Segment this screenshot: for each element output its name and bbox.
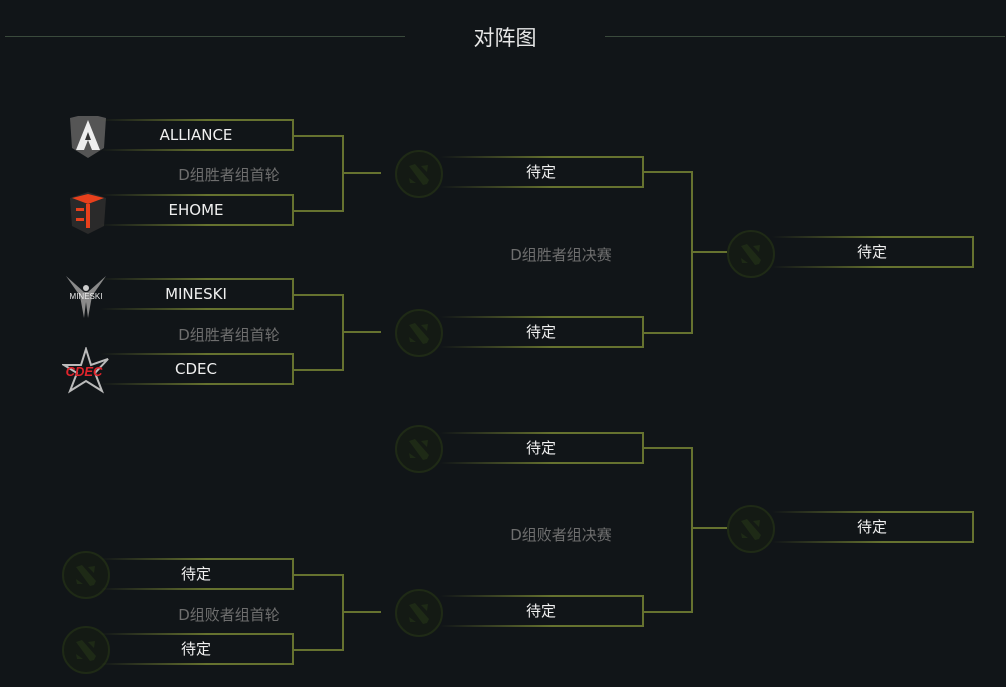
team-slot-tbd[interactable]: 待定 — [440, 156, 644, 188]
team-slot-tbd[interactable]: 待定 — [100, 633, 294, 665]
team-name: MINESKI — [165, 285, 227, 303]
team-name: 待定 — [180, 640, 211, 658]
svg-text:CDEC: CDEC — [66, 364, 103, 379]
page-title: 对阵图 — [473, 26, 537, 50]
team-name: 待定 — [525, 323, 556, 341]
bracket-line — [294, 369, 344, 371]
team-slot-alliance[interactable]: ALLIANCE — [100, 119, 294, 151]
team-slot-tbd[interactable]: 待定 — [100, 558, 294, 590]
bracket-line — [342, 611, 381, 613]
team-name: CDEC — [175, 360, 217, 378]
bracket-line — [691, 251, 727, 253]
bracket-line — [294, 649, 344, 651]
bracket-line — [294, 135, 344, 137]
team-name: 待定 — [525, 163, 556, 181]
bracket-line — [294, 210, 344, 212]
title-line-right — [605, 36, 1005, 37]
team-slot-ehome[interactable]: EHOME — [100, 194, 294, 226]
team-name: ALLIANCE — [159, 126, 233, 144]
dota-placeholder-icon — [727, 505, 775, 553]
team-name: 待定 — [525, 602, 556, 620]
round-label: D组胜者组决赛 — [510, 246, 612, 264]
team-name: 待定 — [856, 518, 887, 536]
team-slot-mineski[interactable]: MINESKI — [100, 278, 294, 310]
mineski-logo-text: MINESKI — [70, 292, 103, 301]
dota-placeholder-icon — [395, 309, 443, 357]
cdec-logo-icon: CDEC — [62, 347, 109, 394]
team-name: 待定 — [856, 243, 887, 261]
dota-placeholder-icon — [727, 230, 775, 278]
upper-winner-slot[interactable]: 待定 — [772, 236, 974, 268]
team-slot-tbd[interactable]: 待定 — [440, 595, 644, 627]
bracket-line — [644, 447, 693, 449]
bracket-line — [644, 171, 693, 173]
lower-winner-slot[interactable]: 待定 — [772, 511, 974, 543]
bracket-line — [644, 611, 693, 613]
round-label: D组胜者组首轮 — [178, 326, 280, 344]
dota-placeholder-icon — [395, 150, 443, 198]
bracket-line — [342, 331, 381, 333]
bracket-line — [342, 172, 381, 174]
bracket-line — [294, 574, 344, 576]
team-slot-tbd[interactable]: 待定 — [440, 316, 644, 348]
team-slot-cdec[interactable]: CDEC — [100, 353, 294, 385]
dota-placeholder-icon — [62, 626, 110, 674]
bracket-line — [691, 527, 727, 529]
bracket-line — [294, 294, 344, 296]
alliance-logo-icon — [70, 116, 106, 158]
round-label: D组败者组首轮 — [178, 606, 280, 624]
bracket-line — [644, 332, 693, 334]
dota-placeholder-icon — [395, 589, 443, 637]
team-name: EHOME — [168, 201, 224, 219]
ehome-logo-icon — [70, 192, 106, 234]
mineski-logo-icon: MINESKI — [66, 276, 106, 318]
bracket-line — [691, 447, 693, 613]
team-name: 待定 — [525, 439, 556, 457]
team-slot-tbd[interactable]: 待定 — [440, 432, 644, 464]
round-label: D组胜者组首轮 — [178, 166, 280, 184]
team-name: 待定 — [180, 565, 211, 583]
title-line-left — [5, 36, 405, 37]
dota-placeholder-icon — [395, 425, 443, 473]
round-label: D组败者组决赛 — [510, 526, 612, 544]
